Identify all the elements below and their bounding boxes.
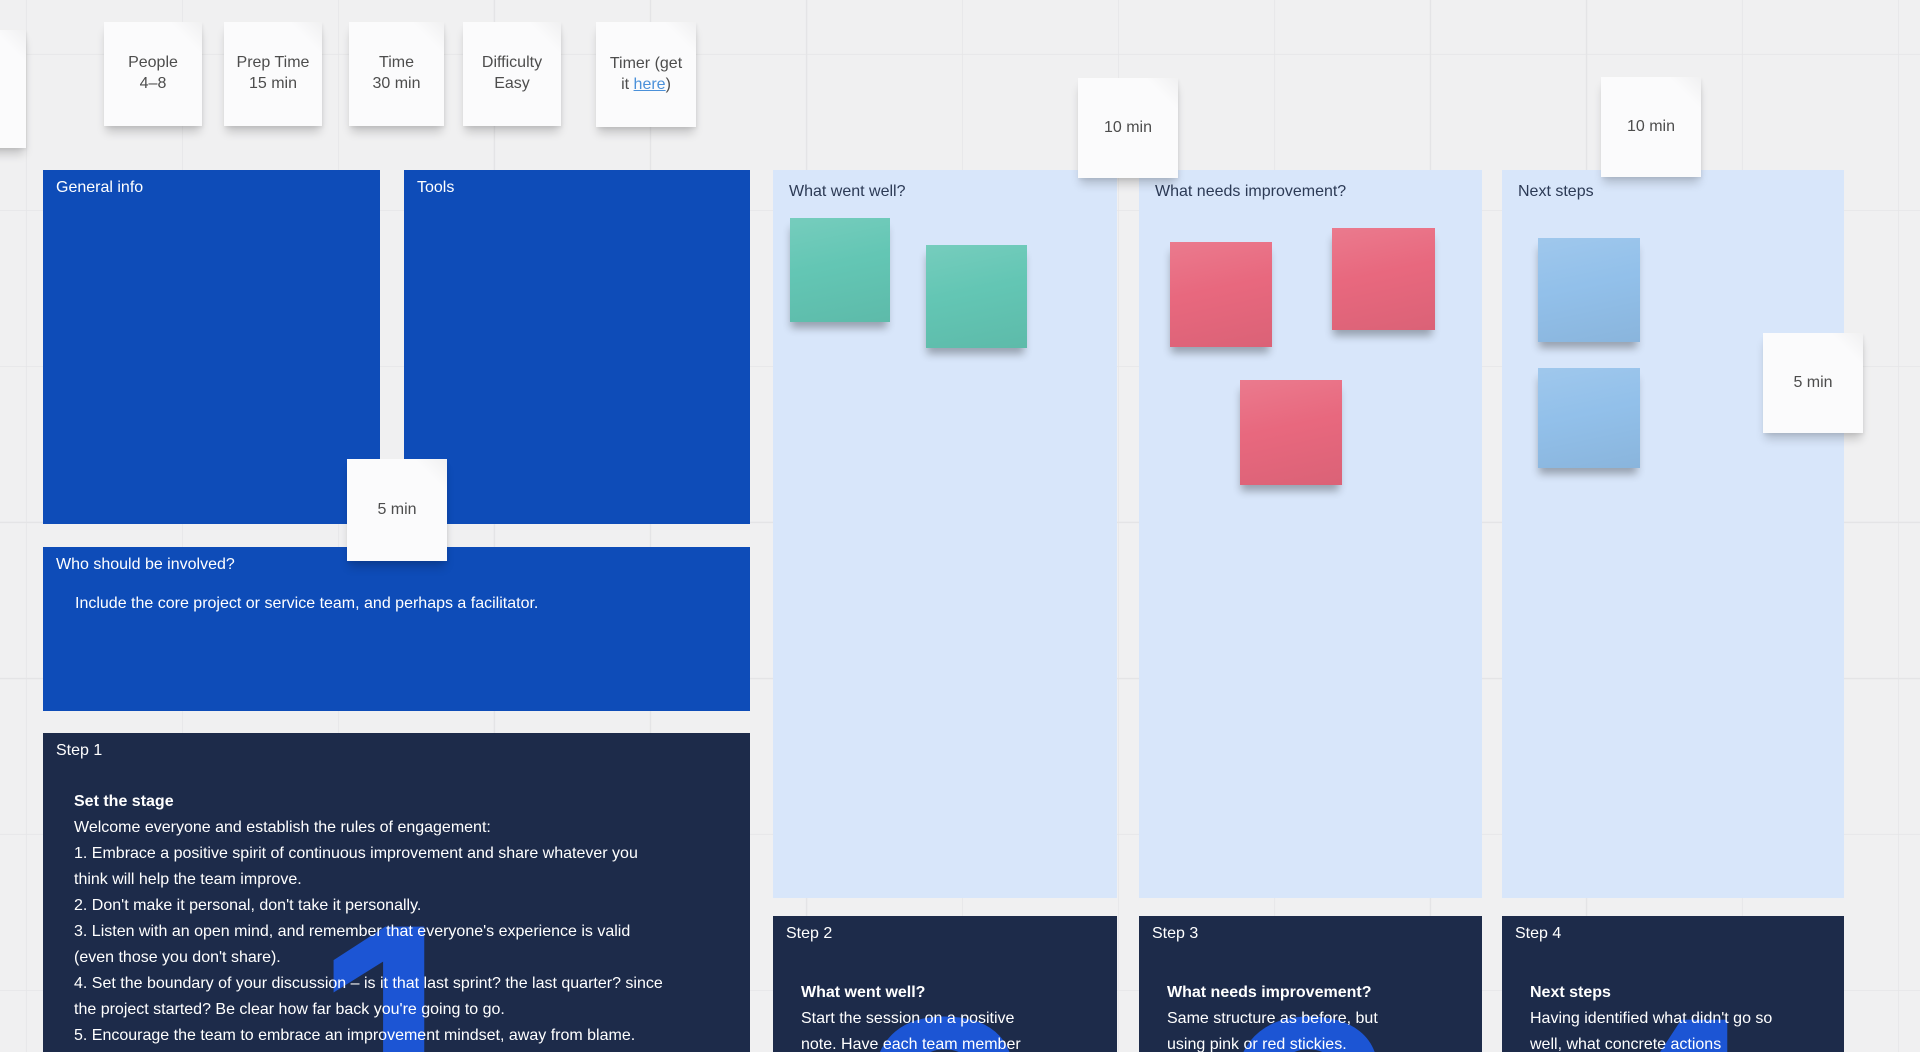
step4-panel[interactable]: 4 Step 4 Next steps Having identified wh… bbox=[1502, 916, 1844, 1052]
step2-body: What went well? Start the session on a p… bbox=[801, 980, 1046, 1052]
step2-label: Step 2 bbox=[786, 925, 833, 942]
teal-sticky-1[interactable] bbox=[790, 218, 890, 322]
step4-body: Next steps Having identified what didn't… bbox=[1530, 980, 1778, 1052]
pink-sticky-3[interactable] bbox=[1240, 380, 1342, 485]
ten-min-sticky-2[interactable]: 10 min bbox=[1601, 77, 1701, 177]
step3-title: What needs improvement? bbox=[1167, 984, 1372, 1001]
what-went-well-column-title: What went well? bbox=[789, 183, 906, 200]
step2-watermark-digit: 2 bbox=[862, 972, 1029, 1052]
five-min-sticky-right[interactable]: 5 min bbox=[1763, 333, 1863, 433]
five-min-sticky-left[interactable]: 5 min bbox=[347, 459, 447, 561]
step3-body: What needs improvement? Same structure a… bbox=[1167, 980, 1417, 1052]
step1-body: Set the stage Welcome everyone and estab… bbox=[74, 789, 674, 1049]
step4-label: Step 4 bbox=[1515, 925, 1562, 942]
step3-panel[interactable]: 3 Step 3 What needs improvement? Same st… bbox=[1139, 916, 1482, 1052]
step1-watermark-digit: 1 bbox=[313, 861, 480, 1052]
step1-title: Set the stage bbox=[74, 793, 174, 810]
tools-title: Tools bbox=[417, 179, 455, 196]
step3-watermark-digit: 3 bbox=[1227, 972, 1394, 1052]
partial-sticky-left-edge[interactable] bbox=[0, 30, 26, 148]
step4-title: Next steps bbox=[1530, 984, 1611, 1001]
people-sticky-text: People 4–8 bbox=[128, 54, 178, 92]
pink-sticky-2[interactable] bbox=[1332, 228, 1435, 330]
difficulty-sticky[interactable]: Difficulty Easy bbox=[463, 22, 561, 126]
step2-title: What went well? bbox=[801, 984, 926, 1001]
step3-label: Step 3 bbox=[1152, 925, 1199, 942]
step4-watermark-digit: 4 bbox=[1590, 972, 1757, 1052]
timer-here-link[interactable]: here bbox=[633, 75, 666, 93]
blue-sticky-1[interactable] bbox=[1538, 238, 1640, 342]
time-sticky-text: Time 30 min bbox=[372, 54, 421, 92]
timer-sticky[interactable]: Timer (get it here) bbox=[596, 22, 696, 127]
timer-sticky-text: Timer (get it here) bbox=[609, 54, 683, 93]
step1-panel[interactable]: 1 Step 1 Set the stage Welcome everyone … bbox=[43, 733, 750, 1052]
who-involved-body: Include the core project or service team… bbox=[75, 595, 539, 612]
step2-panel[interactable]: 2 Step 2 What went well? Start the sessi… bbox=[773, 916, 1117, 1052]
time-sticky[interactable]: Time 30 min bbox=[349, 22, 444, 126]
teal-sticky-2[interactable] bbox=[926, 245, 1027, 348]
difficulty-sticky-text: Difficulty Easy bbox=[481, 54, 543, 92]
needs-improvement-column-title: What needs improvement? bbox=[1155, 183, 1347, 200]
who-involved-title: Who should be involved? bbox=[56, 556, 235, 573]
tools-panel[interactable]: Tools bbox=[404, 170, 750, 524]
pink-sticky-1[interactable] bbox=[1170, 242, 1272, 347]
prep-time-sticky-text: Prep Time 15 min bbox=[236, 54, 310, 92]
general-info-panel[interactable]: General info bbox=[43, 170, 380, 524]
general-info-title: General info bbox=[56, 179, 144, 196]
people-sticky[interactable]: People 4–8 bbox=[104, 22, 202, 126]
prep-time-sticky[interactable]: Prep Time 15 min bbox=[224, 22, 322, 126]
step1-label: Step 1 bbox=[56, 742, 103, 759]
next-steps-column-title: Next steps bbox=[1518, 183, 1594, 200]
who-involved-panel[interactable]: Who should be involved? Include the core… bbox=[43, 547, 750, 711]
blue-sticky-2[interactable] bbox=[1538, 368, 1640, 468]
ten-min-sticky-1[interactable]: 10 min bbox=[1078, 78, 1178, 178]
